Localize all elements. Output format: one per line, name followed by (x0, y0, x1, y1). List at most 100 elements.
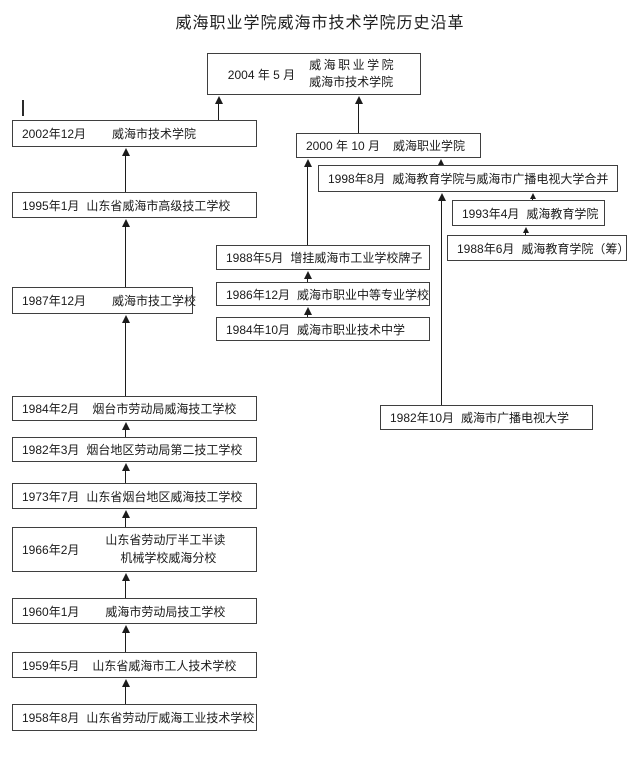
arrow-shaft (125, 156, 126, 192)
arrow-shaft (125, 430, 126, 437)
arrow-shaft (307, 279, 308, 282)
arrowhead-icon (121, 422, 130, 430)
node-2000: 2000 年 10 月 威海职业学院 (296, 133, 481, 158)
arrowhead-icon (121, 463, 130, 471)
node-1958: 1958年8月 山东省劳动厅威海工业技术学校 (12, 704, 257, 731)
node-label: 山东省威海市高级技工学校 (86, 198, 231, 213)
arrow-shaft (125, 471, 126, 483)
node-date: 1973年7月 (22, 489, 80, 504)
arrowhead-icon (121, 219, 130, 227)
node-label: 山东省劳动厅威海工业技术学校 (86, 711, 255, 725)
node-label: 威海教育学院（筹） (521, 241, 630, 256)
node-date: 1993年4月 (462, 206, 520, 221)
arrow-1960-to-1966 (121, 573, 130, 598)
node-label: 烟台市劳动局威海技工学校 (92, 402, 237, 416)
node-label: 威海市技工学校 (112, 294, 197, 308)
node-1993: 1993年4月 威海教育学院 (452, 200, 605, 226)
arrow-shaft (125, 323, 126, 396)
node-label: 威海职业学院 (393, 139, 466, 153)
arrowhead-icon (121, 510, 130, 518)
node-1995: 1995年1月 山东省威海市高级技工学校 (12, 192, 257, 218)
arrowhead-icon (522, 227, 529, 233)
node-date: 1960年1月 (22, 604, 80, 619)
node-date: 1995年1月 (22, 198, 80, 213)
arrow-1987-to-1995 (121, 219, 130, 287)
node-date: 1958年8月 (22, 711, 80, 725)
arrowhead-icon (303, 159, 312, 167)
node-label: 威海市职业中等专业学校 (297, 287, 430, 302)
node-label: 山东省烟台地区威海技工学校 (86, 489, 243, 504)
node-label: 威海教育学院与威海市广播电视大学合并 (392, 172, 609, 186)
arrowhead-icon (121, 679, 130, 687)
arrow-1958-to-1959 (121, 679, 130, 704)
arrowhead-icon (303, 271, 312, 279)
node-date: 1982年3月 (22, 443, 80, 457)
arrow-1988middle-to-2000 (303, 159, 312, 245)
node-1987: 1987年12月 威海市技工学校 (12, 287, 197, 314)
node-date: 1982年10月 (390, 411, 455, 425)
arrow-1982left-to-1984left (121, 422, 130, 437)
node-1973: 1973年7月 山东省烟台地区威海技工学校 (12, 483, 257, 509)
node-label: 威海市广播电视大学 (461, 411, 570, 425)
arrow-1973-to-1982left (121, 463, 130, 483)
arrow-shaft (125, 687, 126, 704)
node-label: 威海市技术学院 (112, 127, 197, 141)
node-1959: 1959年5月 山东省威海市工人技术学校 (12, 652, 257, 678)
node-label: 山东省劳动厅半工半读 机械学校威海分校 (105, 532, 225, 567)
node-date: 1959年5月 (22, 658, 80, 673)
arrowhead-icon (214, 96, 223, 104)
node-label-line2: 威海市技术学院 (309, 75, 394, 89)
arrow-shaft (525, 233, 526, 235)
arrowhead-icon (121, 625, 130, 633)
arrowhead-icon (303, 307, 312, 315)
node-1982-right: 1982年10月 威海市广播电视大学 (380, 405, 593, 430)
arrow-1982right-to-1998 (437, 193, 446, 405)
node-1960: 1960年1月 威海市劳动局技工学校 (12, 598, 257, 624)
arrow-1993-to-1998 (528, 193, 537, 200)
node-2002: 2002年12月 威海市技术学院 (12, 120, 257, 147)
node-1998: 1998年8月 威海教育学院与威海市广播电视大学合并 (318, 165, 618, 192)
node-label: 威海市劳动局技工学校 (105, 604, 226, 619)
node-label-line1: 山东省劳动厅半工半读 (105, 533, 226, 548)
node-label: 烟台地区劳动局第二技工学校 (86, 443, 243, 457)
node-date: 1984年10月 (226, 322, 291, 337)
node-label: 威海职业学院 威海市技术学院 (309, 57, 396, 92)
arrow-1988right-to-1993 (521, 227, 530, 235)
arrowhead-icon (354, 96, 363, 104)
node-date: 1986年12月 (226, 287, 291, 302)
node-1966: 1966年2月 山东省劳动厅半工半读 机械学校威海分校 (12, 527, 257, 572)
arrowhead-icon (121, 315, 130, 323)
arrow-shaft (125, 581, 126, 598)
arrowhead-icon (437, 193, 446, 201)
arrow-shaft (358, 104, 359, 133)
node-1982-left: 1982年3月 烟台地区劳动局第二技工学校 (12, 437, 257, 462)
node-date: 1998年8月 (328, 172, 386, 186)
arrowhead-icon (437, 159, 444, 165)
node-label-line1: 威海职业学院 (309, 57, 397, 72)
node-date: 2002年12月 (22, 127, 87, 141)
node-date: 1984年2月 (22, 402, 80, 416)
arrowhead-icon (121, 573, 130, 581)
node-1988-middle: 1988年5月 增挂威海市工业学校牌子 (216, 245, 430, 270)
node-date: 2000 年 10 月 (306, 139, 381, 153)
arrow-1966-to-1973 (121, 510, 130, 527)
node-label: 山东省威海市工人技术学校 (92, 658, 237, 673)
node-label-line2: 机械学校威海分校 (120, 550, 217, 565)
node-date: 1966年2月 (22, 543, 80, 557)
arrow-1984left-to-1987 (121, 315, 130, 396)
node-date: 1988年6月 (457, 241, 515, 256)
text-cursor-mark (22, 100, 24, 116)
arrow-shaft (125, 227, 126, 287)
page-title: 威海职业学院威海市技术学院历史沿革 (175, 15, 465, 32)
node-date: 1987年12月 (22, 294, 87, 308)
arrow-1959-to-1960 (121, 625, 130, 652)
node-1986: 1986年12月 威海市职业中等专业学校 (216, 282, 430, 306)
arrowhead-icon (121, 148, 130, 156)
node-label: 威海教育学院 (526, 206, 599, 221)
arrow-shaft (532, 199, 533, 200)
arrow-1995-to-2002 (121, 148, 130, 192)
arrow-2000-to-2004 (354, 96, 363, 133)
node-label: 增挂威海市工业学校牌子 (290, 251, 423, 265)
arrow-1998-to-2000 (436, 159, 445, 165)
